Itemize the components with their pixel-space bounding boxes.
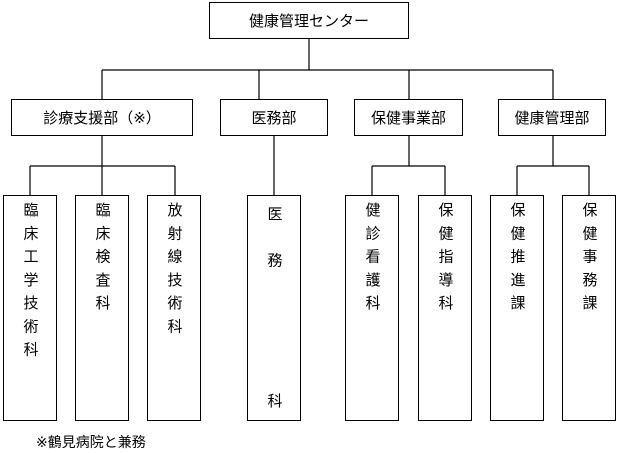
footnote: ※鶴見病院と兼務 — [36, 435, 146, 451]
unit-node-hoken-suishin: 保健推進課 — [490, 195, 544, 421]
unit-node-rinsho-kogaku: 臨床工学技術科 — [3, 195, 57, 421]
root-node: 健康管理センター — [209, 2, 409, 39]
unit-label: 保健指導科 — [436, 202, 455, 319]
unit-label: 臨床工学技術科 — [21, 202, 40, 365]
dept-label: 健康管理部 — [514, 109, 590, 127]
unit-node-hoken-jimu: 保健事務課 — [562, 195, 616, 421]
unit-node-imu-ka: 医務 科 — [247, 195, 301, 421]
unit-label: 臨床検査科 — [93, 202, 112, 319]
dept-node-hoken-jigyo: 保健事業部 — [354, 99, 463, 136]
dept-node-kenko-kanri: 健康管理部 — [498, 99, 606, 136]
root-label: 健康管理センター — [248, 12, 369, 30]
unit-label: 保健事務課 — [580, 202, 599, 319]
unit-node-hoken-shido: 保健指導科 — [418, 195, 472, 421]
unit-label: 保健推進課 — [508, 202, 527, 319]
dept-node-imu: 医務部 — [220, 99, 328, 136]
unit-node-rinsho-kensa: 臨床検査科 — [75, 195, 129, 421]
dept-label: 保健事業部 — [370, 109, 446, 127]
unit-node-kenshin-kango: 健診看護科 — [345, 195, 399, 421]
unit-label-top: 医務 — [265, 206, 284, 299]
unit-node-hoshasen: 放射線技術科 — [147, 195, 201, 421]
dept-label: 医務部 — [251, 109, 297, 127]
unit-label-bottom: 科 — [265, 392, 284, 416]
unit-label: 健診看護科 — [363, 202, 382, 319]
dept-label: 診療支援部（※） — [43, 109, 161, 127]
unit-label: 放射線技術科 — [165, 202, 184, 342]
dept-node-shinryo-shien: 診療支援部（※） — [11, 99, 193, 136]
